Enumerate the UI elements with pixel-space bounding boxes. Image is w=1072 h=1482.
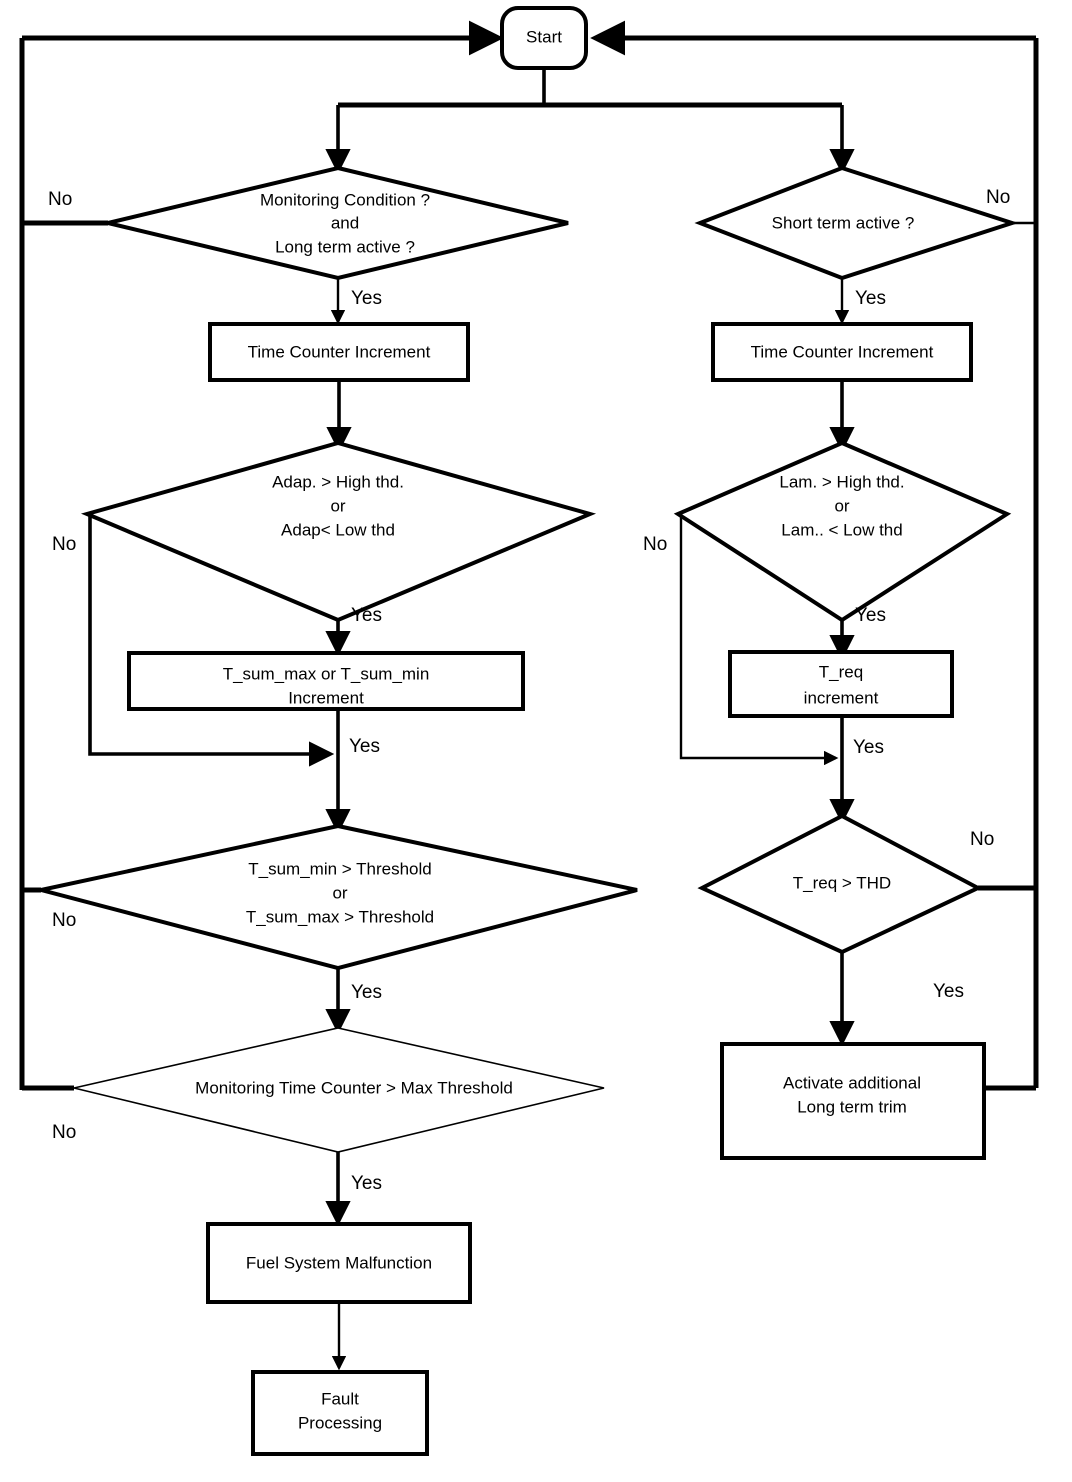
node-tsum-threshold-line2: or [332,883,347,902]
edge-adap-threshold-yes: Yes [325,605,382,657]
node-treq-increment[interactable]: T_req increment [728,650,954,718]
node-left-time-counter-label: Time Counter Increment [248,342,431,361]
node-tsum-increment[interactable]: T_sum_max or T_sum_min Increment [127,651,525,711]
node-monitoring-time-counter-label: Monitoring Time Counter > Max Threshold [195,1078,513,1097]
edge-monitoring-condition-no: No [22,189,108,226]
edge-label-right-cond-yes: Yes [855,288,886,309]
node-fuel-system-malfunction-label: Fuel System Malfunction [246,1253,432,1272]
edge-tsum-to-threshold: Yes [325,709,380,835]
node-adap-threshold[interactable]: Adap. > High thd. or Adap< Low thd [80,440,597,623]
edge-short-term-yes: Yes [834,278,886,325]
node-adap-threshold-line3: Adap< Low thd [281,520,395,539]
edge-label-tsum-thresh-yes: Yes [351,982,382,1003]
node-monitoring-condition[interactable]: Monitoring Condition ? and Long term act… [107,165,569,281]
node-right-time-counter-label: Time Counter Increment [751,342,934,361]
node-treq-increment-line2: increment [804,688,879,707]
node-activate-long-term-trim-line2: Long term trim [797,1097,907,1116]
edge-label-left-thd-yes: Yes [351,605,382,626]
node-tsum-threshold-line3: T_sum_max > Threshold [246,907,434,926]
edge-label-tsum-loop-yes: Yes [349,736,380,757]
node-lam-threshold-line3: Lam.. < Low thd [781,520,902,539]
edge-label-left-cond-no: No [48,189,72,210]
right-return-trunk [590,20,1039,1088]
edge-label-right-thd-no: No [643,534,667,555]
node-treq-increment-line1: T_req [819,662,863,681]
node-fuel-system-malfunction[interactable]: Fuel System Malfunction [206,1222,472,1304]
edge-label-tsum-thresh-no: No [52,910,76,931]
node-right-time-counter[interactable]: Time Counter Increment [711,322,973,382]
edge-label-right-cond-no: No [986,187,1010,208]
edge-label-right-thd-yes: Yes [855,605,886,626]
edge-adap-threshold-no: No [52,514,335,767]
left-return-trunk [19,20,504,1090]
edge-treq-threshold-yes: Yes [829,952,964,1047]
node-monitoring-condition-line2: and [331,213,359,232]
node-start-label: Start [526,27,562,46]
node-tsum-increment-line2: Increment [288,688,364,707]
node-treq-threshold[interactable]: T_req > THD [697,813,983,955]
node-activate-long-term-trim[interactable]: Activate additional Long term trim [720,1042,986,1160]
node-short-term-active-label: Short term active ? [772,213,915,232]
node-adap-threshold-line1: Adap. > High thd. [272,472,404,491]
edge-tsum-threshold-yes: Yes [325,968,382,1035]
node-adap-threshold-line2: or [330,496,345,515]
edge-short-term-no: No [986,187,1036,225]
edge-label-mon-time-no: No [52,1122,76,1143]
node-tsum-threshold-line1: T_sum_min > Threshold [248,859,431,878]
node-tsum-increment-line1: T_sum_max or T_sum_min [223,664,430,683]
node-fault-processing[interactable]: Fault Processing [251,1370,429,1456]
edge-monitoring-time-yes: Yes [325,1152,382,1227]
node-monitoring-condition-line1: Monitoring Condition ? [260,190,430,209]
edge-monitoring-time-no: No [22,1085,76,1143]
edge-monitoring-condition-yes: Yes [330,278,382,325]
node-activate-long-term-trim-line1: Activate additional [783,1073,921,1092]
edge-lam-threshold-no: No [643,514,839,766]
edge-label-treq-thd-no: No [970,829,994,850]
node-short-term-active[interactable]: Short term active ? [694,165,1019,281]
edge-label-treq-loop-yes: Yes [853,737,884,758]
node-left-time-counter[interactable]: Time Counter Increment [208,322,470,382]
node-lam-threshold[interactable]: Lam. > High thd. or Lam.. < Low thd [673,440,1012,623]
edge-tsum-threshold-no: No [22,887,76,931]
node-start[interactable]: Start [500,6,588,70]
edge-label-left-thd-no: No [52,534,76,555]
node-monitoring-condition-line3: Long term active ? [275,237,415,256]
node-lam-threshold-line2: or [834,496,849,515]
edge-label-left-cond-yes: Yes [351,288,382,309]
start-fork-connector [325,68,855,175]
node-tsum-threshold[interactable]: T_sum_min > Threshold or T_sum_max > Thr… [40,823,638,971]
edge-treq-to-thd: Yes [829,716,884,825]
edge-label-treq-thd-yes: Yes [933,981,964,1002]
node-treq-threshold-label: T_req > THD [793,873,891,892]
edge-label-mon-time-yes: Yes [351,1173,382,1194]
node-fault-processing-line2: Processing [298,1413,382,1432]
node-monitoring-time-counter[interactable]: Monitoring Time Counter > Max Threshold [73,1027,605,1153]
node-fault-processing-line1: Fault [321,1389,359,1408]
node-lam-threshold-line1: Lam. > High thd. [779,472,904,491]
edge-treq-threshold-no: No [970,829,1036,891]
